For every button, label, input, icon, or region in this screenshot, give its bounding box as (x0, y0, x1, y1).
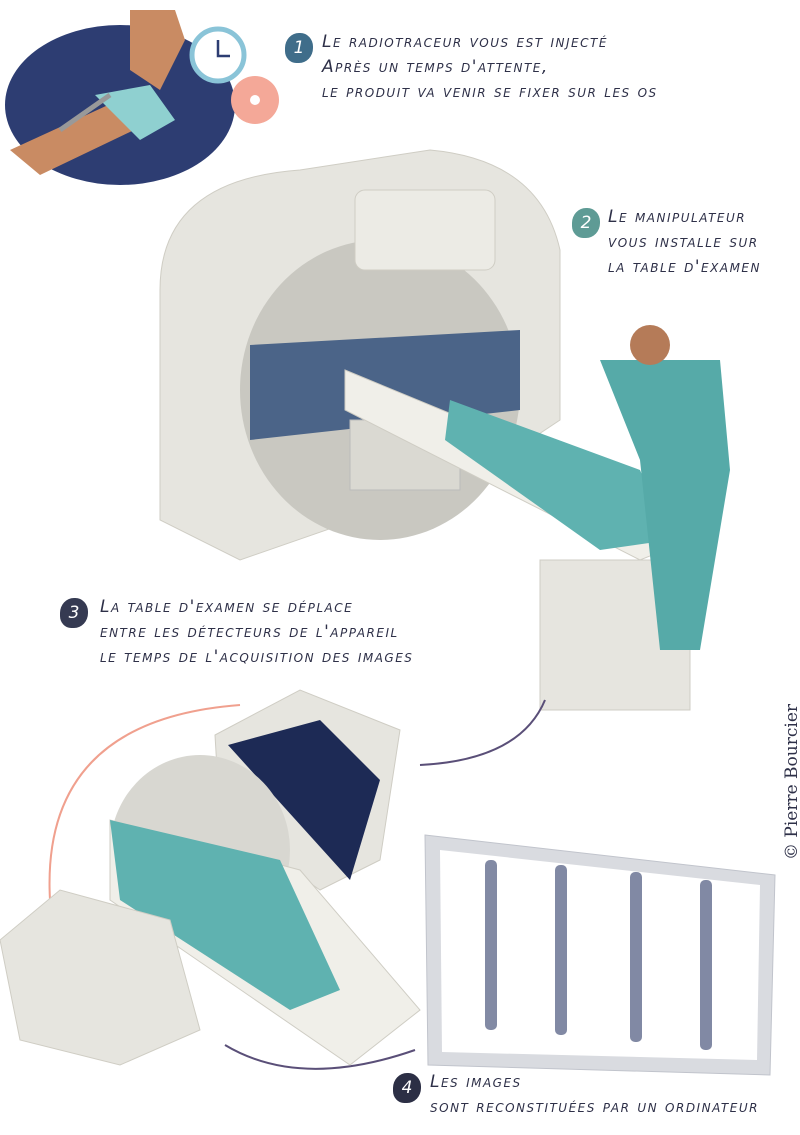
upper-detector (354, 189, 496, 271)
step-text-line: Le radiotraceur vous est injecté (322, 32, 608, 52)
fist (130, 10, 185, 90)
step-text-line: Le manipulateur (608, 207, 747, 227)
skeleton-scan-3 (630, 872, 642, 1042)
copyright-credit: © Pierre Bourcier (782, 703, 800, 860)
step-text-line: vous installe sur (608, 232, 759, 252)
step-badge: 3 (60, 598, 88, 628)
pink-arrow (48, 704, 241, 901)
skeleton-scan-2 (555, 865, 567, 1035)
arrow-to-monitor (224, 1044, 416, 1070)
front-detector (0, 889, 201, 1066)
skeleton-scan-1 (485, 860, 497, 1030)
injection-scene (5, 10, 279, 185)
gloved-hand (95, 85, 175, 140)
step-text-line: Après un temps d'attente, (322, 57, 549, 77)
step-text-line: le temps de l'acquisition des images (100, 647, 414, 667)
patient-gown (445, 400, 670, 550)
technician (600, 360, 730, 650)
step-text-line: la table d'examen (608, 257, 761, 277)
step-text-line: le produit va venir se fixer sur les os (322, 82, 658, 102)
step-text-line: La table d'examen se déplace (100, 597, 354, 617)
detector-face (228, 720, 380, 880)
step-text-line: Les images (430, 1072, 522, 1092)
step-text-line: sont reconstituées par un ordinateur (430, 1097, 759, 1117)
step-badge: 2 (572, 208, 600, 238)
gamma-camera-scanner (159, 149, 730, 711)
computer-monitor (424, 834, 776, 1076)
step-text-line: entre les détecteurs de l'appareil (100, 622, 399, 642)
patient-gown-closeup (110, 820, 340, 1010)
step-badge: 1 (285, 33, 313, 63)
detector-closeup (0, 689, 421, 1066)
skeleton-scan-4 (700, 880, 712, 1050)
arrow-to-detail (419, 699, 546, 766)
syringe (58, 92, 112, 133)
step-badge: 4 (393, 1073, 421, 1103)
